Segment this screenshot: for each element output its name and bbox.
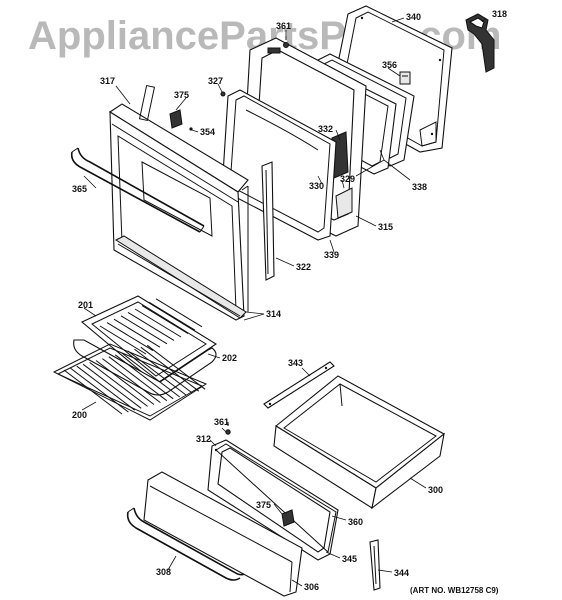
callout-354: 354: [200, 127, 216, 137]
callout-322: 322: [296, 262, 312, 272]
callout-332: 332: [318, 124, 334, 134]
grid-slot: [148, 301, 196, 331]
part-327-screw: [220, 91, 226, 97]
part-300-drawer: [273, 375, 445, 510]
callout-306: 306: [304, 582, 320, 592]
grid-slot: [113, 318, 161, 348]
art-number: (ART NO. WB12758 C9): [410, 586, 499, 595]
grid-slot: [120, 315, 168, 345]
callout-327: 327: [208, 76, 224, 86]
part-306-drawer-front: [143, 471, 303, 597]
rack-bar: [102, 358, 161, 403]
part-356-clip: [399, 71, 411, 85]
callout-338: 338: [412, 182, 428, 192]
grid-slot: [106, 322, 154, 352]
callout-201: 201: [78, 300, 94, 310]
callout-345: 345: [342, 554, 358, 564]
part-202-broiler-pan: [73, 339, 217, 396]
callout-356: 356: [382, 60, 398, 70]
callout-200: 200: [72, 410, 88, 420]
callout-312: 312: [196, 434, 212, 444]
part-322-vent-bar: [261, 161, 275, 281]
callout-365: 365: [72, 184, 88, 194]
callout-339: 339: [324, 250, 340, 260]
part-375-hinge: [138, 84, 193, 131]
callout-375-lower: 375: [256, 500, 272, 510]
rack-bar: [127, 350, 187, 396]
part-375-lower-clip: [281, 509, 295, 527]
grid-slot: [134, 308, 182, 338]
callout-308: 308: [156, 567, 172, 577]
callout-329: 329: [340, 174, 356, 184]
rack-bar: [108, 356, 168, 402]
rack-bar: [146, 344, 206, 390]
callout-330: 330: [309, 181, 325, 191]
grid-slot: [99, 325, 147, 355]
rack-bar: [134, 348, 193, 394]
rack-bar: [63, 369, 123, 415]
callout-360: 360: [348, 517, 364, 527]
grid-slot: [141, 305, 189, 335]
rack-bar: [95, 360, 155, 405]
rack-bar: [82, 363, 142, 409]
callout-361: 361: [276, 21, 292, 31]
part-343-drawer-rail: [263, 361, 335, 409]
rack-bar: [70, 367, 129, 413]
rack-bar: [121, 352, 180, 398]
rack-bar: [114, 354, 174, 400]
part-360-drawer-frame: [207, 439, 339, 561]
callout-344: 344: [394, 568, 410, 578]
grid-slot: [127, 311, 175, 341]
callout-375: 375: [174, 90, 190, 100]
leader-lines: [81, 17, 487, 587]
callout-343: 343: [288, 358, 304, 368]
part-200-oven-rack: [52, 343, 208, 421]
part-344-side-rail: [369, 539, 381, 591]
rack-bar: [89, 362, 148, 407]
callout-314: 314: [266, 309, 282, 319]
grid-slot: [155, 298, 203, 328]
callout-361-lower: 361: [214, 417, 230, 427]
rack-bar: [76, 365, 136, 411]
callout-318: 318: [492, 9, 508, 19]
rack-bar: [140, 346, 200, 392]
callout-317: 317: [100, 76, 116, 86]
part-318-bracket: [465, 13, 495, 73]
callout-315: 315: [378, 222, 394, 232]
part-365-door-handle: [70, 147, 205, 233]
part-308-drawer-handle: [126, 507, 245, 581]
part-361-screw-lower: [225, 422, 231, 435]
callout-340: 340: [406, 12, 422, 22]
callout-202: 202: [222, 353, 238, 363]
callout-300: 300: [428, 485, 444, 495]
